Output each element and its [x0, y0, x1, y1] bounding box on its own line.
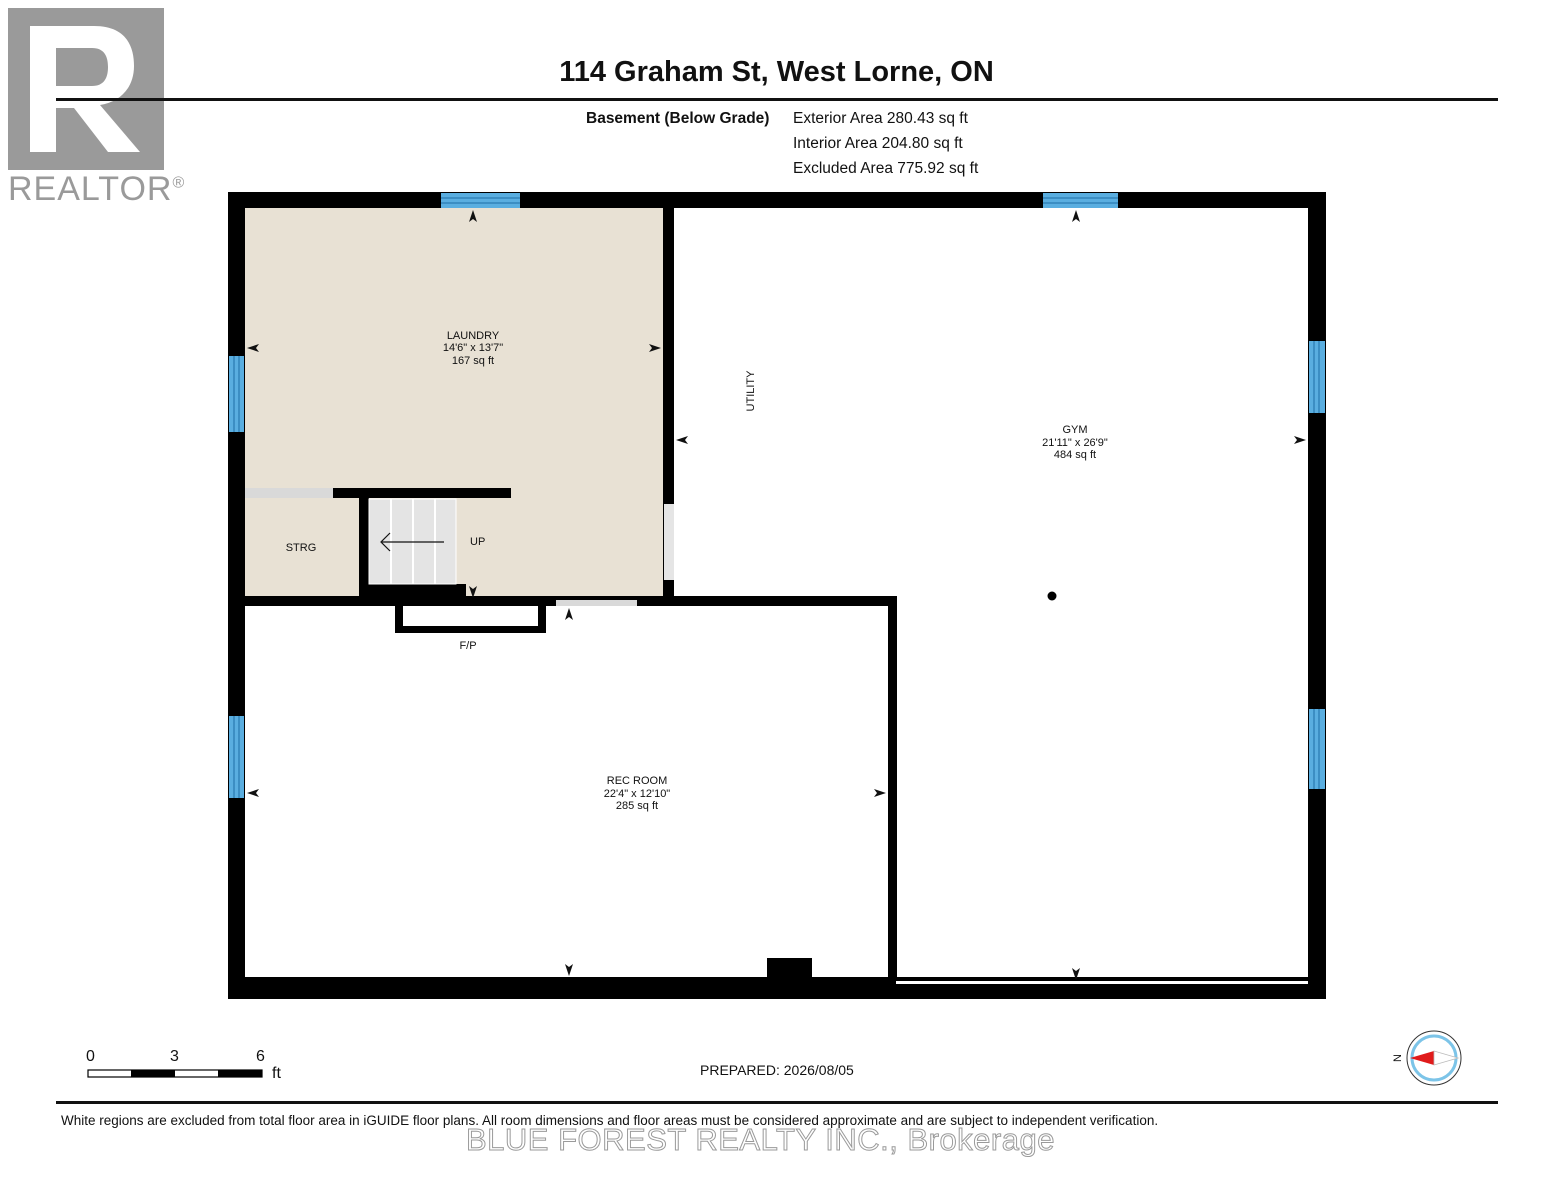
- laundry-name: LAUNDRY: [447, 330, 500, 342]
- dim-arrow: [247, 789, 259, 797]
- utility-label: UTILITY: [745, 370, 757, 412]
- dim-arrow: [1072, 968, 1080, 980]
- realtor-logo: [8, 8, 164, 170]
- dim-arrow: [565, 964, 573, 976]
- storage-door-opening: [245, 488, 333, 498]
- bottom-divider: [56, 1101, 1498, 1104]
- scale-bar-segment: [131, 1070, 175, 1077]
- rec-room-area: 285 sq ft: [616, 800, 658, 812]
- stair-bottom-wall: [359, 584, 466, 600]
- storage-top-wall: [333, 488, 511, 498]
- stair-arrow-head: [380, 532, 391, 552]
- rec-gym-wall: [888, 596, 897, 981]
- rec-room-dims: 22'4" x 12'10": [604, 788, 671, 800]
- scale-bar-segment: [218, 1070, 262, 1077]
- gym-area: 484 sq ft: [1054, 449, 1096, 461]
- scale-unit: ft: [272, 1065, 281, 1082]
- fireplace-inner: [403, 606, 538, 626]
- compass: N: [1392, 1030, 1462, 1086]
- rec-room-bump: [767, 958, 812, 980]
- realtor-wordmark: REALTOR®: [8, 170, 185, 209]
- dim-arrow: [565, 608, 573, 620]
- window-gym-right-upper: [1309, 341, 1325, 413]
- window-laundry-left: [229, 356, 244, 432]
- prepared-date: PREPARED: 2026/08/05: [700, 1062, 854, 1078]
- window-laundry-top: [441, 193, 520, 208]
- door-opening-utility: [664, 504, 674, 580]
- scale-tick-3: 3: [170, 1048, 179, 1065]
- scale-tick-6: 6: [256, 1048, 265, 1065]
- outer-wall-right: [1308, 192, 1326, 998]
- excluded-area: Excluded Area 775.92 sq ft: [793, 160, 979, 177]
- laundry-utility-wall: [663, 208, 674, 603]
- gym-dims: 21'11" x 26'9": [1042, 437, 1108, 449]
- door-opening-rec: [556, 600, 637, 606]
- fireplace-label: F/P: [459, 640, 476, 652]
- realtor-text: REALTOR: [8, 170, 173, 208]
- dimension-markers: [247, 210, 1306, 980]
- laundry-area: 167 sq ft: [452, 355, 494, 367]
- outer-wall-top: [228, 192, 1326, 208]
- scale-bar: [87, 1069, 263, 1078]
- registered-mark: ®: [172, 174, 186, 192]
- dim-arrow: [649, 344, 661, 352]
- storage-label: STRG: [286, 542, 317, 554]
- compass-needle-north: [1410, 1051, 1434, 1065]
- window-gym-top: [1043, 193, 1118, 208]
- dim-arrow: [1072, 210, 1080, 222]
- laundry-dims: 14'6" x 13'7": [443, 342, 503, 354]
- top-divider: [56, 98, 1498, 101]
- outer-wall-left: [228, 192, 245, 998]
- dim-arrow: [469, 210, 477, 222]
- dim-arrow: [247, 344, 259, 352]
- storage-side-wall: [359, 488, 369, 600]
- exterior-area: Exterior Area 280.43 sq ft: [793, 110, 968, 127]
- dim-arrow: [874, 789, 886, 797]
- fireplace: [395, 604, 546, 633]
- dim-arrow: [1294, 436, 1306, 444]
- storage-floor: [245, 498, 359, 596]
- level-label: Basement (Below Grade): [586, 110, 770, 127]
- dim-arrow: [469, 586, 477, 598]
- disclaimer-text: White regions are excluded from total fl…: [61, 1113, 1159, 1128]
- compass-needle-south: [1433, 1050, 1460, 1066]
- interior-area: Interior Area 204.80 sq ft: [793, 135, 963, 152]
- support-post: [1047, 591, 1057, 601]
- outer-wall-bottom: [228, 977, 1326, 999]
- brokerage-watermark: BLUE FOREST REALTY INC., Brokerage: [466, 1122, 1055, 1158]
- window-gym-right-lower: [1309, 709, 1325, 789]
- window-rec-left: [229, 716, 244, 798]
- gym-floor-edge: [896, 981, 1308, 984]
- stairs-up-label: UP: [470, 536, 485, 548]
- page-title: 114 Graham St, West Lorne, ON: [559, 56, 994, 88]
- scale-tick-0: 0: [86, 1048, 95, 1065]
- dim-arrow: [676, 436, 688, 444]
- rec-room-name: REC ROOM: [607, 775, 668, 787]
- compass-north-label: N: [1392, 1054, 1404, 1062]
- gym-name: GYM: [1062, 424, 1087, 436]
